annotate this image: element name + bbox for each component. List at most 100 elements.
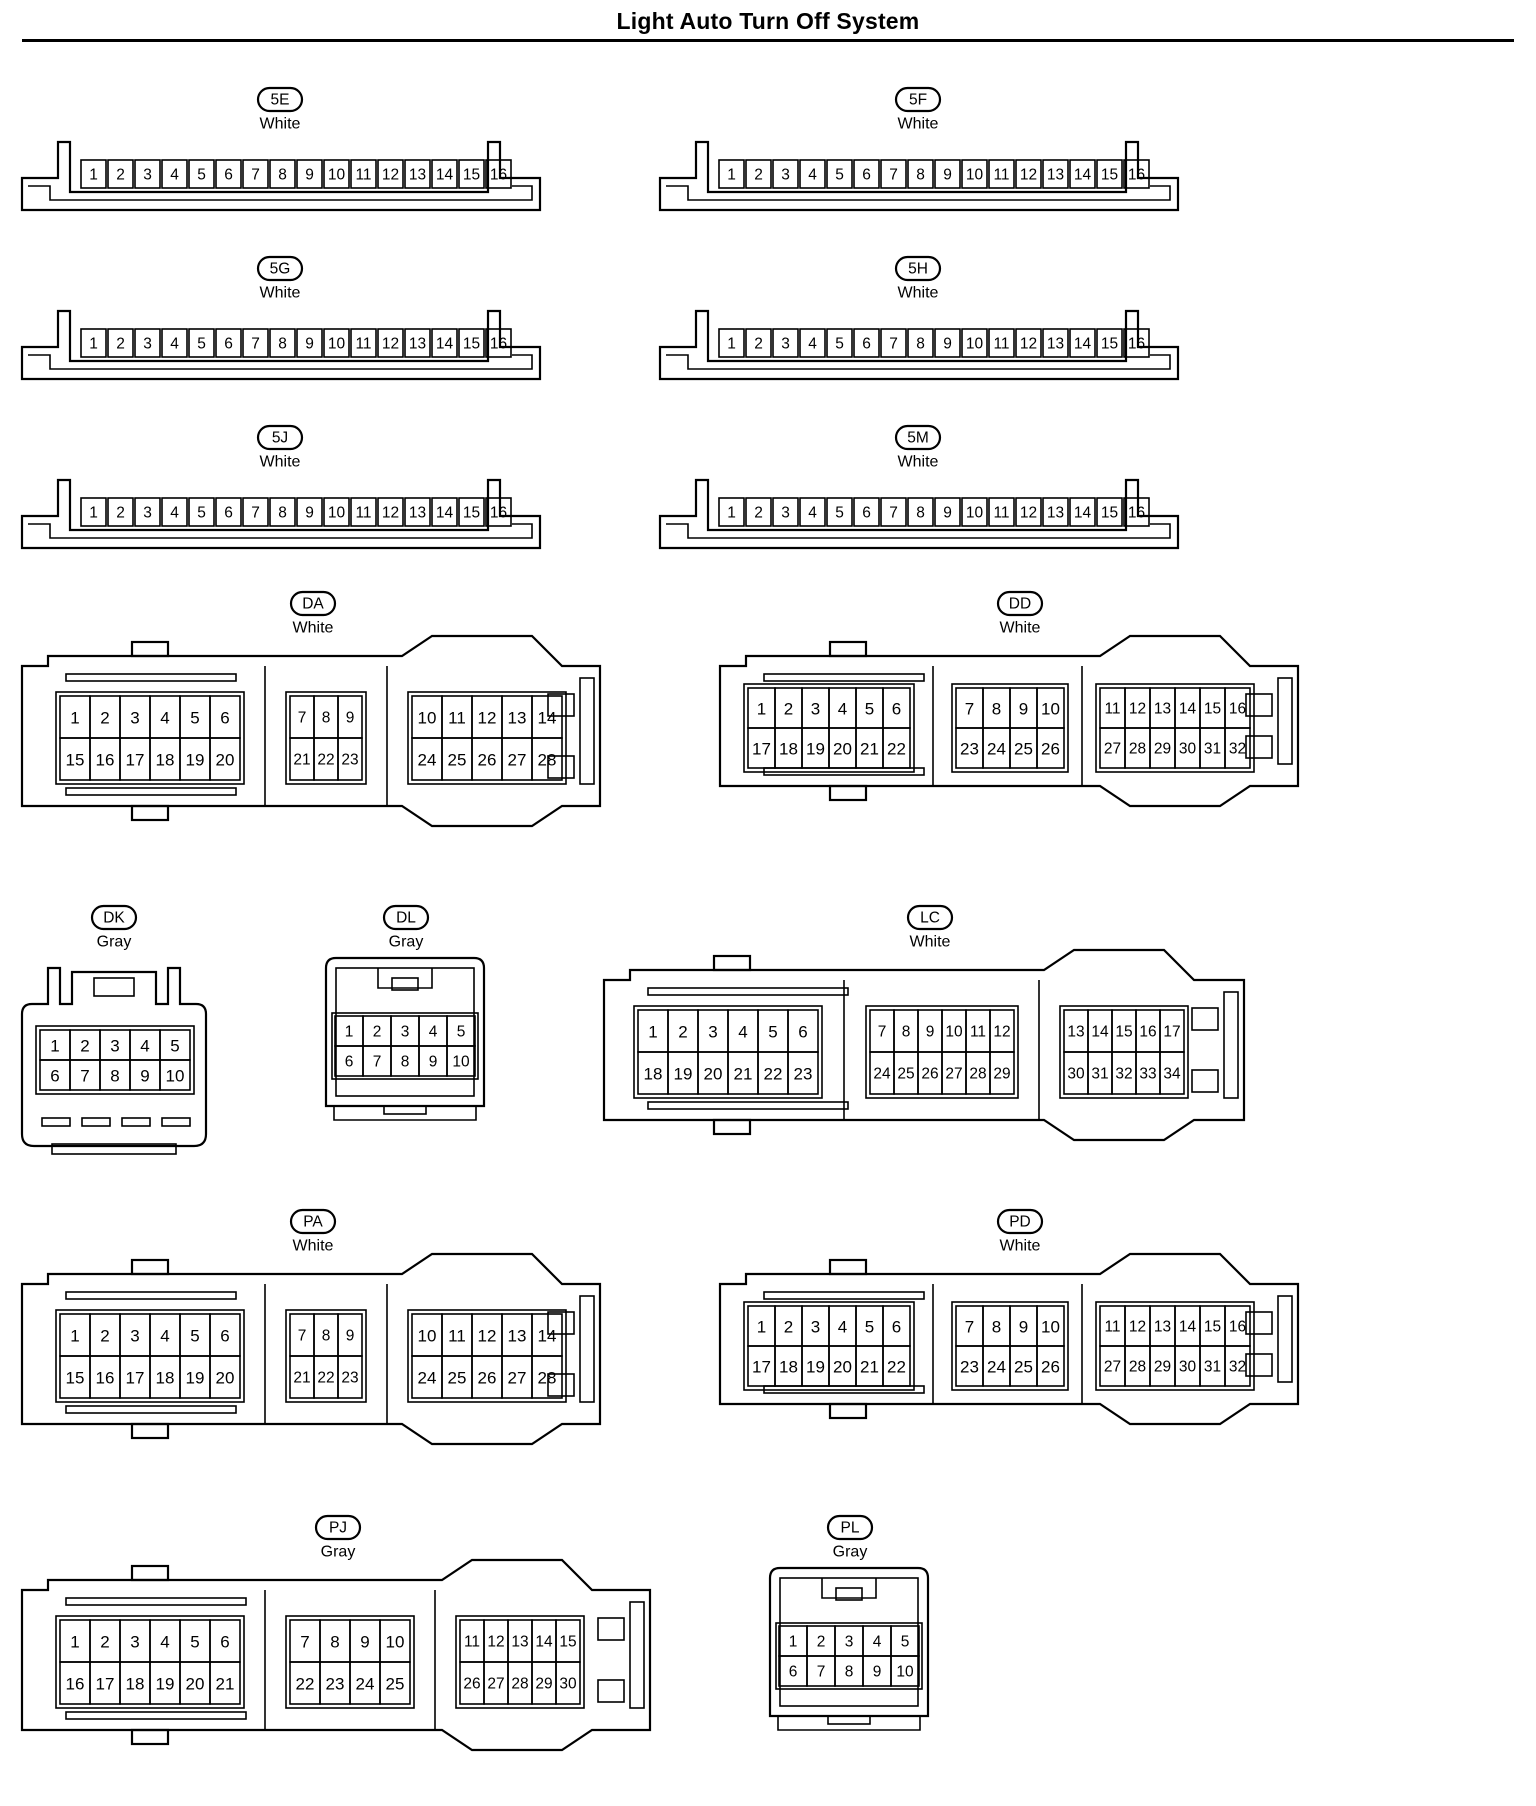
pin-label: 12	[382, 167, 399, 184]
pin-9: 9	[296, 159, 323, 189]
pin-20: 20	[828, 727, 857, 769]
pin-13: 13	[404, 159, 431, 189]
pin-29: 29	[989, 1051, 1015, 1095]
pin-label: 1	[89, 336, 98, 353]
pin-4: 4	[161, 328, 188, 358]
pin-27: 27	[501, 737, 533, 781]
pin-13: 13	[501, 1313, 533, 1357]
pin-label: 2	[754, 336, 763, 353]
pin-label: 7	[965, 1318, 974, 1337]
pin-24: 24	[349, 1661, 381, 1705]
pin-label: 24	[987, 740, 1006, 759]
pin-label: 15	[66, 751, 85, 770]
pin-9: 9	[1009, 687, 1038, 729]
pin-12: 12	[1015, 159, 1042, 189]
pin-5: 5	[188, 497, 215, 527]
connector-code-badge	[894, 424, 942, 451]
pin-6: 6	[209, 1313, 241, 1357]
connector-code-badge	[996, 1208, 1044, 1235]
pin-label: 26	[1041, 1358, 1060, 1377]
pin-12: 12	[1124, 1305, 1151, 1347]
pin-label: 12	[478, 1327, 497, 1346]
pin-6: 6	[778, 1655, 808, 1687]
pin-11: 11	[988, 328, 1015, 358]
pin-label: 13	[1067, 1024, 1084, 1041]
pin-label: 27	[508, 751, 527, 770]
pin-label: 4	[838, 1318, 847, 1337]
pin-label: 7	[298, 1328, 307, 1345]
pin-label: 10	[1041, 700, 1060, 719]
pin-label: 5	[768, 1023, 777, 1042]
pin-label: 17	[752, 1358, 771, 1377]
pin-16: 16	[1123, 159, 1150, 189]
pin-34: 34	[1159, 1051, 1185, 1095]
pin-8: 8	[313, 695, 339, 739]
pin-label: 24	[987, 1358, 1006, 1377]
pin-label: 10	[328, 505, 346, 522]
pin-label: 26	[463, 1676, 480, 1693]
pin-label: 2	[678, 1023, 687, 1042]
pin-label: 21	[216, 1675, 235, 1694]
pin-label: 17	[126, 751, 145, 770]
pin-label: 14	[538, 709, 557, 728]
pin-16: 16	[59, 1661, 91, 1705]
pin-15: 15	[1199, 1305, 1226, 1347]
pin-label: 34	[1163, 1066, 1181, 1083]
pin-6: 6	[215, 328, 242, 358]
pin-label: 32	[1229, 1359, 1246, 1376]
pin-label: 8	[902, 1024, 911, 1041]
pin-16: 16	[485, 328, 512, 358]
pin-label: 3	[781, 167, 790, 184]
pin-1: 1	[637, 1009, 669, 1053]
pin-label: 27	[508, 1369, 527, 1388]
pin-18: 18	[774, 727, 803, 769]
pin-7: 7	[880, 497, 907, 527]
pin-8: 8	[99, 1059, 131, 1091]
pin-11: 11	[1099, 1305, 1126, 1347]
pin-label: 13	[508, 709, 527, 728]
pin-label: 4	[160, 709, 169, 728]
pin-label: 31	[1204, 741, 1221, 758]
connector-code: DD	[1009, 596, 1031, 613]
pin-label: 33	[1139, 1066, 1156, 1083]
pin-1: 1	[80, 497, 107, 527]
pin-3: 3	[697, 1009, 729, 1053]
pin-3: 3	[772, 497, 799, 527]
pin-label: 4	[429, 1024, 438, 1041]
pin-26: 26	[1036, 727, 1065, 769]
pin-2: 2	[667, 1009, 699, 1053]
pin-6: 6	[853, 328, 880, 358]
pin-label: 23	[960, 1358, 979, 1377]
pin-label: 14	[1091, 1024, 1109, 1041]
pin-label: 3	[708, 1023, 717, 1042]
connector-housing	[20, 1252, 602, 1446]
pin-29: 29	[1149, 1345, 1176, 1387]
pin-14: 14	[1087, 1009, 1113, 1053]
pin-label: 16	[490, 336, 507, 353]
pin-24: 24	[411, 737, 443, 781]
pin-15: 15	[458, 497, 485, 527]
connector-code: DA	[302, 596, 324, 613]
pin-label: 14	[436, 336, 454, 353]
pin-label: 28	[969, 1066, 986, 1083]
pin-label: 1	[757, 1318, 766, 1337]
pin-13: 13	[1042, 159, 1069, 189]
pin-23: 23	[319, 1661, 351, 1705]
pin-label: 19	[806, 740, 825, 759]
pin-label: 8	[916, 336, 925, 353]
pin-4: 4	[418, 1015, 448, 1047]
pin-label: 15	[1101, 505, 1118, 522]
pin-label: 17	[752, 740, 771, 759]
pin-15: 15	[59, 737, 91, 781]
pin-label: 9	[346, 1328, 355, 1345]
connector-code-badge	[382, 904, 430, 931]
pin-16: 16	[89, 737, 121, 781]
pin-label: 6	[892, 1318, 901, 1337]
pin-label: 5	[197, 336, 206, 353]
pin-8: 8	[893, 1009, 919, 1053]
pin-5: 5	[826, 328, 853, 358]
pin-23: 23	[337, 737, 363, 781]
